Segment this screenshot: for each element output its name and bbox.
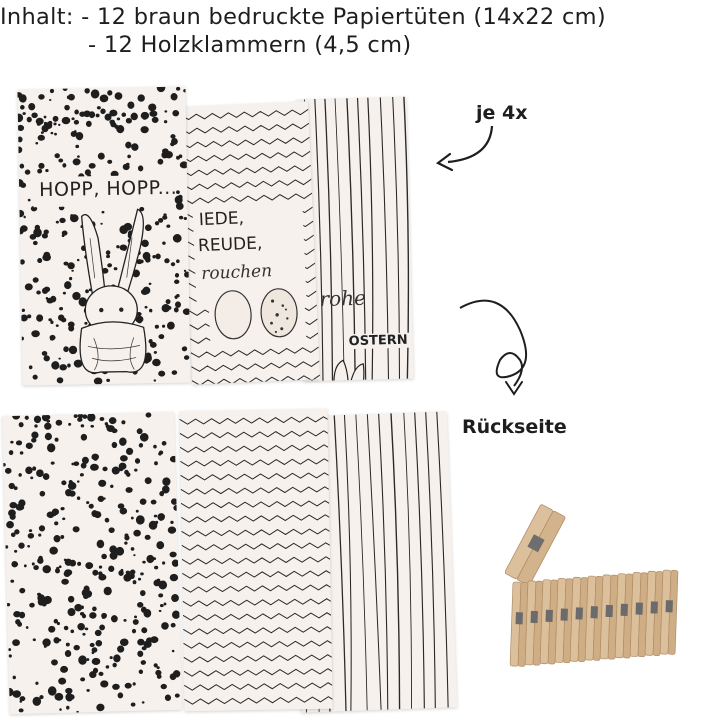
front-bag-dots: HOPP, HOPP... — [17, 86, 191, 386]
clothespin — [629, 572, 649, 658]
clothespin — [554, 578, 574, 664]
contents-line-bags: Inhalt: - 12 braun bedruckte Papiertüten… — [0, 4, 606, 30]
wooden-clothespins — [505, 504, 679, 667]
loop-arrow-icon — [459, 299, 528, 396]
clothespin — [509, 581, 529, 667]
bunny-illustration-large — [79, 208, 147, 374]
front-bag-stripes: rohe OSTERN — [296, 96, 414, 382]
quantity-note: je 4x — [476, 102, 528, 124]
back-bag-zigzag — [179, 408, 333, 712]
front-bag-zigzag: IEDE, REUDE, rouchen — [179, 101, 321, 385]
clothespin-row — [509, 569, 679, 667]
easter-eggs-illustration — [207, 279, 307, 346]
back-side-note: Rückseite — [462, 416, 567, 438]
single-clothespin — [505, 504, 566, 586]
back-bag-dots — [2, 411, 182, 715]
contents-line-clips: - 12 Holzklammern (4,5 cm) — [88, 32, 412, 58]
clothespin — [659, 569, 679, 655]
curved-arrow-icon — [435, 125, 494, 172]
